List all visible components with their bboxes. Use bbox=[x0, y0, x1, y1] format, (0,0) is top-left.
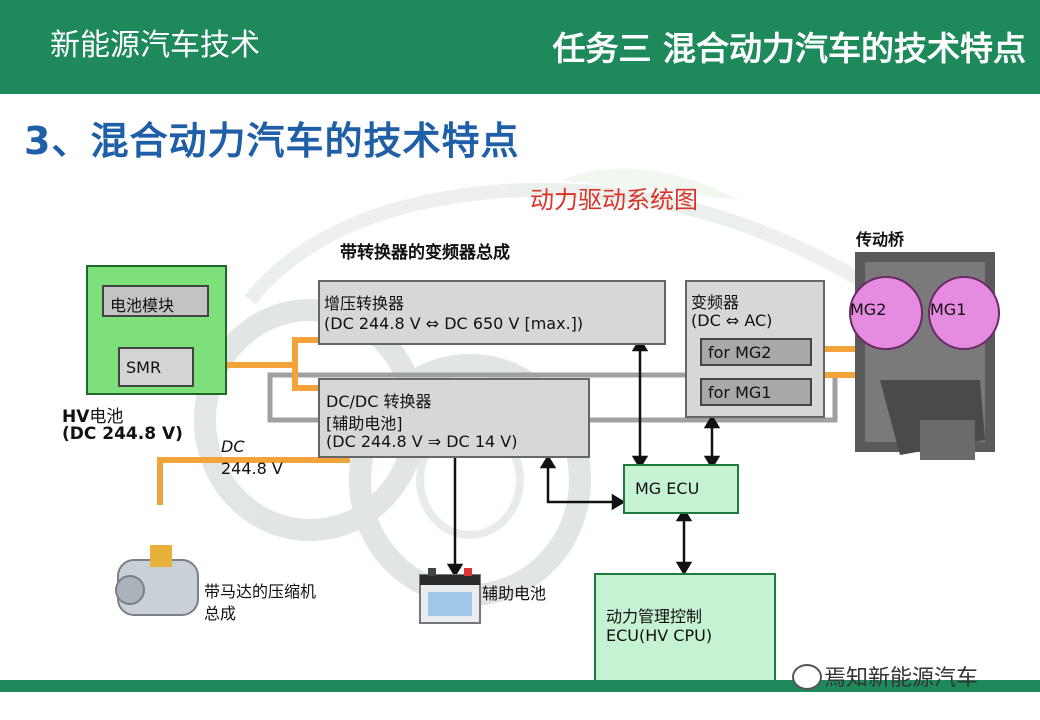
smr-label: SMR bbox=[126, 358, 162, 377]
mg-ecu-label: MG ECU bbox=[635, 479, 700, 498]
battery-to-boost-line bbox=[192, 337, 320, 368]
power-ecu-box: 动力管理控制 ECU(HV CPU) bbox=[594, 573, 776, 685]
dcdc-subtitle: [辅助电池] bbox=[326, 414, 403, 433]
dcdc-spec: (DC 244.8 V ⇒ DC 14 V) bbox=[326, 432, 518, 451]
mg2-motor bbox=[849, 276, 923, 350]
boost-converter-spec: (DC 244.8 V ⇔ DC 650 V [max.]) bbox=[324, 314, 584, 333]
mg2-inverter-label: for MG2 bbox=[708, 343, 772, 362]
mg-ecu-box: MG ECU bbox=[623, 464, 739, 514]
footer-bar bbox=[0, 680, 1040, 692]
inverter-title: 变频器 bbox=[691, 293, 740, 312]
watermark-text: 焉知新能源汽车 bbox=[824, 666, 979, 691]
dcdc-ecu-arrow bbox=[546, 462, 618, 504]
inverter-assembly-label: 带转换器的变频器总成 bbox=[340, 243, 510, 263]
aux-battery-graphic bbox=[419, 568, 481, 624]
task-title: 任务三 混合动力汽车的技术特点 bbox=[552, 29, 1027, 68]
diagram-title: 动力驱动系统图 bbox=[530, 186, 698, 214]
course-title: 新能源汽车技术 bbox=[50, 28, 260, 63]
dc-voltage-label: 244.8 V bbox=[221, 459, 283, 478]
section-title: 3、混合动力汽车的技术特点 bbox=[24, 119, 520, 163]
power-ecu-subtitle: ECU(HV CPU) bbox=[606, 626, 713, 645]
mg1-label: MG1 bbox=[930, 300, 967, 319]
dcdc-title: DC/DC 转换器 bbox=[326, 392, 432, 411]
battery-module-label: 电池模块 bbox=[110, 296, 175, 315]
battery-to-dcdc-line bbox=[292, 365, 320, 391]
mg1-motor bbox=[928, 276, 1000, 350]
transaxle-label: 传动桥 bbox=[856, 230, 905, 249]
mg2-label: MG2 bbox=[850, 300, 887, 319]
compressor-label-2: 总成 bbox=[204, 604, 237, 623]
mg1-inverter-label: for MG1 bbox=[708, 383, 772, 402]
battery-module-box: 电池模块 bbox=[102, 285, 209, 317]
boost-converter-title: 增压转换器 bbox=[324, 294, 405, 313]
inverter-spec: (DC ⇔ AC) bbox=[691, 311, 773, 330]
compressor-label-1: 带马达的压缩机 bbox=[204, 582, 317, 601]
smr-box: SMR bbox=[118, 347, 194, 387]
header-bar: 新能源汽车技术 任务三 混合动力汽车的技术特点 bbox=[0, 0, 1040, 94]
dc-label: DC bbox=[221, 437, 245, 456]
aux-battery-label: 辅助电池 bbox=[482, 584, 547, 603]
dcdc-converter-box: DC/DC 转换器 [辅助电池] (DC 244.8 V ⇒ DC 14 V) bbox=[318, 378, 590, 458]
inverter-box: 变频器 (DC ⇔ AC) for MG2 for MG1 bbox=[685, 280, 825, 418]
hv-battery-name: HV电池 bbox=[62, 407, 124, 427]
power-ecu-title: 动力管理控制 bbox=[606, 607, 703, 626]
compressor-line bbox=[157, 457, 350, 505]
boost-converter-box: 增压转换器 (DC 244.8 V ⇔ DC 650 V [max.]) bbox=[318, 280, 666, 345]
hv-battery-voltage: (DC 244.8 V) bbox=[62, 424, 183, 444]
hv-battery-box: 电池模块 SMR bbox=[86, 265, 227, 395]
mg1-inverter-box: for MG1 bbox=[700, 378, 812, 406]
wechat-icon bbox=[792, 664, 822, 690]
compressor-graphic bbox=[115, 545, 199, 616]
mg2-inverter-box: for MG2 bbox=[700, 338, 812, 366]
